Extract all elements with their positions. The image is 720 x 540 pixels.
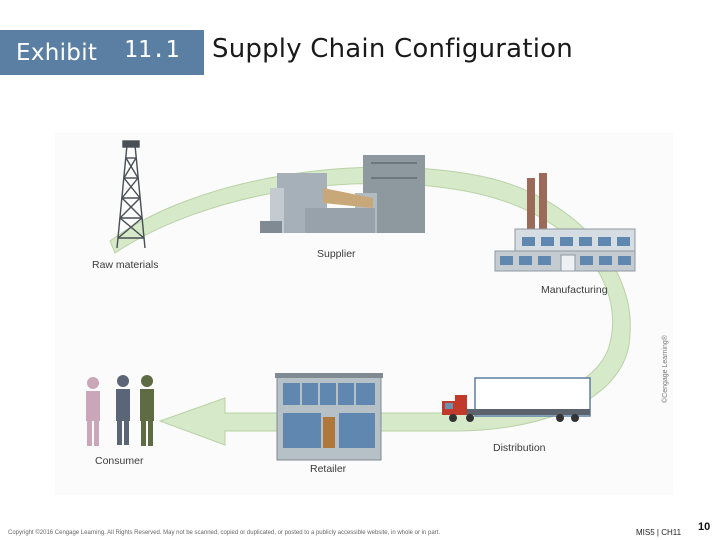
stage-label-manufacturing: Manufacturing bbox=[541, 284, 608, 296]
diagram-canvas bbox=[86, 140, 636, 461]
stage-label-raw-materials: Raw materials bbox=[92, 259, 159, 271]
exhibit-number: 11.1 bbox=[124, 37, 180, 63]
truck-icon bbox=[442, 377, 591, 422]
store-building-icon bbox=[275, 373, 383, 461]
manufacturing-plant-icon bbox=[494, 173, 636, 272]
exhibit-word: Exhibit bbox=[16, 40, 98, 66]
supplier-factory-icon bbox=[260, 155, 425, 233]
slide-title: Supply Chain Configuration bbox=[212, 34, 573, 64]
stage-label-retailer: Retailer bbox=[310, 463, 347, 475]
supply-chain-diagram: Raw materials Supplier Manufacturing Dis… bbox=[55, 133, 673, 495]
page-number: 10 bbox=[698, 521, 711, 533]
stage-label-consumer: Consumer bbox=[95, 455, 144, 467]
stage-label-distribution: Distribution bbox=[493, 442, 546, 454]
image-credit: ©Cengage Learning® bbox=[662, 335, 669, 403]
stage-label-supplier: Supplier bbox=[317, 248, 356, 260]
cycle-arrow bbox=[109, 166, 631, 446]
oil-derrick-icon bbox=[116, 140, 146, 249]
people-icon bbox=[86, 375, 154, 446]
course-code: MIS5 | CH11 bbox=[636, 528, 682, 537]
exhibit-badge: Exhibit 11.1 bbox=[0, 30, 204, 75]
copyright-notice: Copyright ©2016 Cengage Learning. All Ri… bbox=[8, 530, 441, 536]
